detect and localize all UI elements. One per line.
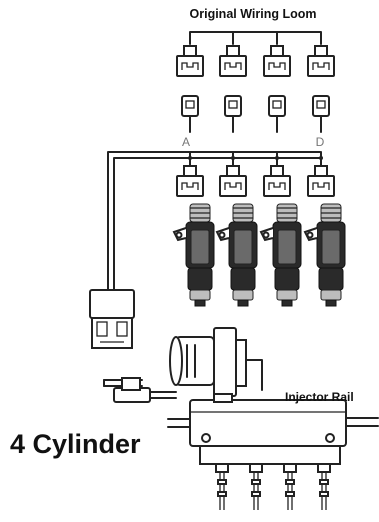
injector-connector — [307, 165, 335, 197]
adapter-wires — [181, 95, 330, 167]
original-wiring-loom-label: Original Wiring Loom — [190, 7, 317, 21]
solenoid-plug — [103, 377, 177, 403]
rail-nozzles — [215, 463, 331, 510]
rail-nozzle — [215, 463, 229, 510]
wiring-loom-harness — [189, 31, 322, 45]
cylinder-a-marker: A — [182, 135, 190, 149]
fuel-injector — [303, 203, 346, 307]
loom-connector — [176, 45, 204, 77]
injector-connectors — [176, 165, 335, 197]
injector-connector — [176, 165, 204, 197]
cylinder-count-label: 4 Cylinder — [10, 429, 141, 459]
injector-connector — [219, 165, 247, 197]
adapter-plug — [312, 95, 330, 167]
adapter-plug — [268, 95, 286, 167]
loom-connector — [219, 45, 247, 77]
rail-nozzle — [249, 463, 263, 510]
fuel-injectors — [172, 203, 346, 307]
injector-connector — [263, 165, 291, 197]
adapter-plug — [224, 95, 242, 167]
relay-box — [89, 289, 135, 349]
gas-solenoid-valve — [169, 327, 263, 397]
injector-rail-label: Injector Rail — [285, 390, 354, 404]
rail-nozzle — [283, 463, 297, 510]
fuel-injector — [172, 203, 215, 307]
injector-rail — [167, 393, 379, 465]
fuel-injector — [215, 203, 258, 307]
loom-connector — [263, 45, 291, 77]
fuel-injector — [259, 203, 302, 307]
adapter-plug — [181, 95, 199, 167]
loom-connectors — [176, 45, 335, 77]
rail-nozzle — [317, 463, 331, 510]
cylinder-d-marker: D — [316, 135, 325, 149]
loom-connector — [307, 45, 335, 77]
adapter-harness — [107, 151, 321, 291]
